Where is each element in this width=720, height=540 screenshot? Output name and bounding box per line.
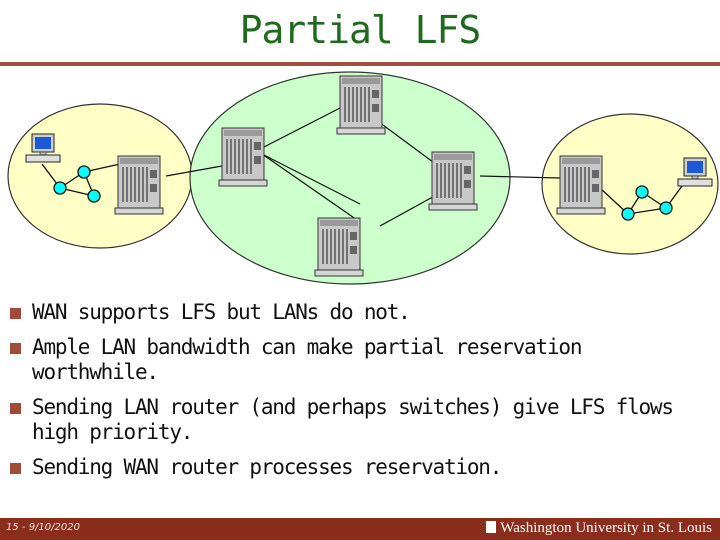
bullet-item: Sending WAN router processes reservation… bbox=[10, 455, 710, 480]
university-logo: Washington University in St. Louis bbox=[486, 520, 712, 537]
switch-node-icon bbox=[77, 165, 91, 179]
university-logo-icon bbox=[486, 521, 497, 533]
switch-node-icon bbox=[659, 201, 673, 215]
footer-date: 15 - 9/10/2020 bbox=[6, 522, 80, 533]
network-diagram bbox=[7, 71, 719, 285]
right-lan-cloud bbox=[541, 113, 719, 255]
wan-router-south-icon bbox=[314, 217, 364, 277]
switch-node-icon bbox=[87, 189, 101, 203]
switch-node-icon bbox=[621, 207, 635, 221]
right-lan-router-icon bbox=[556, 155, 606, 215]
switch-node-icon bbox=[53, 181, 67, 195]
bullet-item: WAN supports LFS but LANs do not. bbox=[10, 300, 710, 325]
slide-title: Partial LFS bbox=[239, 8, 482, 52]
wan-router-west-icon bbox=[218, 127, 268, 187]
footer-bar: 15 - 9/10/2020 Washington University in … bbox=[0, 518, 720, 540]
wan-cloud bbox=[189, 71, 511, 285]
left-lan-router-icon bbox=[114, 155, 164, 215]
bullet-list: WAN supports LFS but LANs do not. Ample … bbox=[10, 300, 710, 490]
bullet-item: Sending LAN router (and perhaps switches… bbox=[10, 395, 710, 445]
university-name: Washington University in St. Louis bbox=[500, 520, 712, 536]
wan-router-north-icon bbox=[336, 75, 386, 135]
wan-router-east-icon bbox=[428, 151, 478, 211]
left-lan-cloud bbox=[7, 103, 193, 249]
bullet-item: Ample LAN bandwidth can make partial res… bbox=[10, 335, 710, 385]
title-divider bbox=[0, 62, 720, 66]
switch-node-icon bbox=[635, 185, 649, 199]
